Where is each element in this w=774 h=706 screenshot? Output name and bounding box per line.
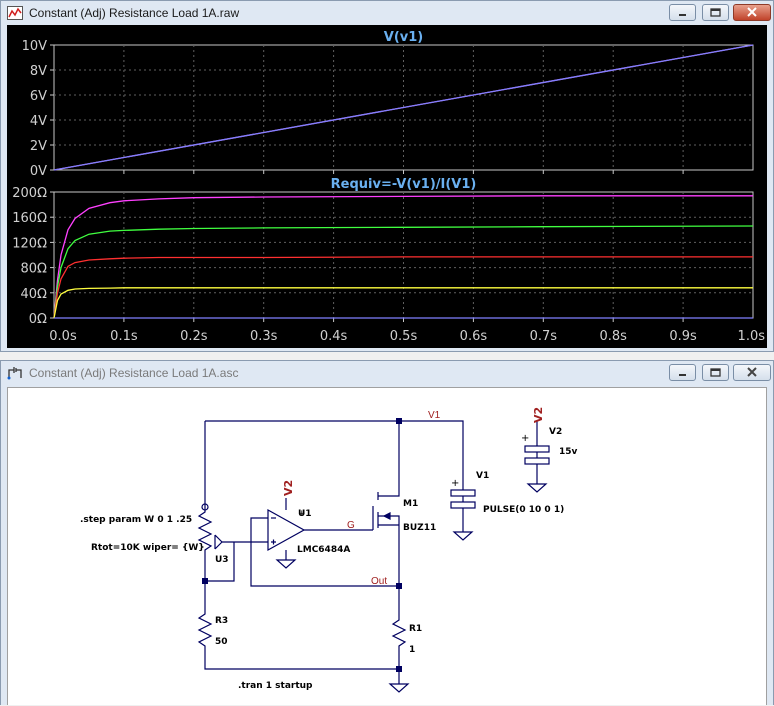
x-tick-label: 0.1s [110,329,138,344]
plot-title-2: Requiv=-V(v1)/I(V1) [331,177,477,192]
schematic-app-icon [7,367,22,380]
ground-symbol [275,559,297,569]
waveform-minimize-button[interactable] [669,4,696,21]
potentiometer-u3[interactable] [197,498,223,556]
v1-value: PULSE(0 10 0 1) [483,505,564,515]
v2-value: 15v [559,447,578,457]
x-tick-label: 0.3s [250,329,278,344]
m1-value: BUZ11 [403,523,436,533]
m1-name: M1 [403,499,418,509]
schematic-window: Constant (Adj) Resistance Load 1A.asc [0,360,774,705]
ground-symbol [526,483,548,493]
waveform-plots[interactable]: 10V 8V 6V 4V 2V 0V V(v1) 200Ω 160Ω 120Ω 80Ω 40Ω 0Ω Re… [7,25,767,348]
series-line-2-3 [53,256,753,319]
x-tick-label: 0.6s [460,329,488,344]
minimize-icon [679,14,686,16]
y-tick-label: 10V [22,39,48,54]
y-tick-label: 2V [30,139,47,154]
junction-dot [202,578,208,584]
wire-r3-bottom [204,650,399,670]
x-tick-label: 0.9s [669,329,697,344]
net-label-v2-source: V2 [532,407,545,423]
schematic-canvas[interactable]: + + [7,387,767,705]
voltage-source-v2[interactable] [524,440,550,468]
waveform-app-icon [7,6,23,20]
r1-name: R1 [409,624,422,634]
net-label-v2-opamp: V2 [282,480,295,496]
resistor-r3[interactable] [197,606,213,650]
restore-icon [710,368,721,377]
net-label-v1: V1 [428,410,441,421]
y-tick-label: 80Ω [21,262,48,277]
waveform-window: Constant (Adj) Resistance Load 1A.raw 10… [0,0,774,352]
junction-dot [396,583,402,589]
voltage-source-v1[interactable] [450,472,476,512]
y-tick-label: 4V [30,114,47,129]
series-line-2-1 [53,195,753,319]
series-line-2-2 [53,225,754,319]
schematic-minimize-button[interactable] [669,364,696,381]
x-tick-label: 0.7s [530,329,558,344]
schematic-drawing[interactable]: + + [8,388,768,706]
ground-symbol [452,531,474,541]
waveform-titlebar[interactable]: Constant (Adj) Resistance Load 1A.raw [1,1,773,25]
u1-value: LMC6484A [297,545,350,555]
minimize-icon [679,374,686,376]
u3-name: U3 [215,555,229,565]
schematic-titlebar[interactable]: Constant (Adj) Resistance Load 1A.asc [1,361,773,385]
ground-symbol [388,683,410,693]
u1-name: U1 [298,509,312,519]
x-tick-label: 0.4s [320,329,348,344]
wire-u3-tap [205,542,235,582]
waveform-close-button[interactable] [733,4,771,21]
v1-name: V1 [476,471,489,481]
v2-plus-mark: + [521,433,529,444]
y-tick-label: 0Ω [29,312,47,327]
r1-value: 1 [409,645,415,655]
junction-dot [396,666,402,672]
wire-top-v1 [205,420,464,472]
waveform-plot-area[interactable]: 10V 8V 6V 4V 2V 0V V(v1) 200Ω 160Ω 120Ω 80Ω 40Ω 0Ω Re… [7,25,767,348]
y-tick-label: 40Ω [21,287,48,302]
u3-step-directive: .step param W 0 1 .25 [80,515,192,525]
u3-parameters: Rtot=10K wiper= {W} [91,543,205,553]
v1-plus-mark: + [451,478,459,489]
close-icon [747,7,757,17]
plot-frame-2 [53,191,754,319]
r3-name: R3 [215,616,228,626]
mosfet-m1[interactable] [372,488,400,530]
series-line-1-2 [53,44,754,171]
series-line-2-4 [53,287,753,319]
tran-directive: .tran 1 startup [238,681,313,691]
y-tick-label: 120Ω [12,236,47,251]
y-tick-label: 6V [30,89,47,104]
y-tick-label: 8V [30,64,47,79]
schematic-window-title: Constant (Adj) Resistance Load 1A.asc [29,366,239,380]
x-tick-label: 0.2s [180,329,208,344]
x-tick-label: 1.0s [738,329,766,344]
x-tick-label: 0.8s [599,329,627,344]
close-icon [747,367,757,377]
plot-title-1: V(v1) [384,30,423,45]
waveform-restore-button[interactable] [702,4,729,21]
restore-icon [710,8,721,17]
y-tick-label: 0V [30,164,47,179]
schematic-close-button[interactable] [733,364,771,381]
y-tick-label: 200Ω [12,186,47,201]
wire-feedback-out [250,517,399,587]
x-tick-label: 0.5s [390,329,418,344]
schematic-restore-button[interactable] [702,364,729,381]
junction-dot [396,418,402,424]
net-label-out: Out [371,576,387,587]
waveform-window-title: Constant (Adj) Resistance Load 1A.raw [29,6,240,20]
r3-value: 50 [215,637,228,647]
resistor-r1[interactable] [391,614,407,650]
y-tick-label: 160Ω [12,211,47,226]
x-tick-label: 0.0s [49,329,77,344]
opamp-u1[interactable] [267,508,306,552]
net-label-g: G [347,520,355,531]
opamp-plus-mark: + [298,509,306,519]
v2-name: V2 [549,427,562,437]
